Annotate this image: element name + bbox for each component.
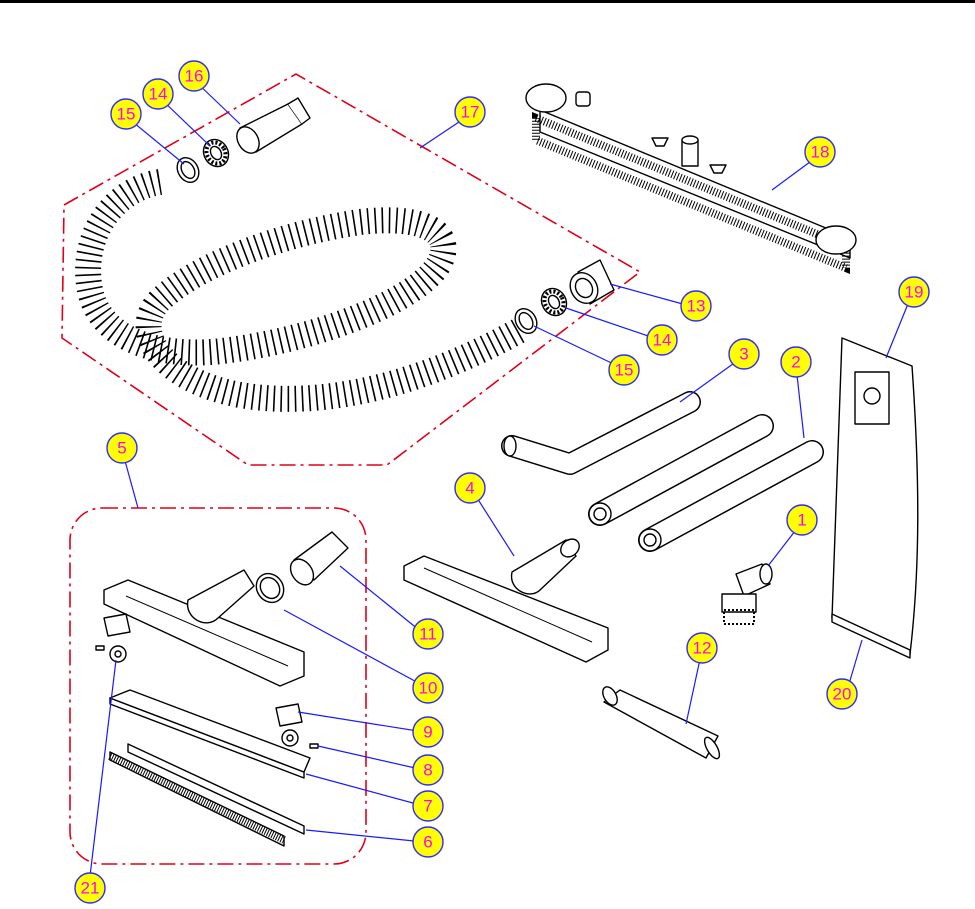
svg-text:10: 10 [419,679,438,698]
part-7-rubber-strip [110,690,310,778]
svg-text:16: 16 [185,67,204,86]
callout-6: 6 [413,827,443,857]
callout-14-lower: 14 [647,325,677,355]
part-16-cuff [232,98,310,157]
callout-1: 1 [787,505,817,535]
callout-15-upper: 15 [111,99,141,129]
svg-text:19: 19 [905,283,924,302]
svg-text:7: 7 [423,797,432,816]
part-19-filter-bag [832,338,918,654]
callout-19: 19 [899,277,929,307]
svg-text:21: 21 [81,879,100,898]
callout-7: 7 [413,791,443,821]
callout-10: 10 [413,673,443,703]
part-14-nut-lower [537,284,572,320]
callout-9: 9 [413,717,443,747]
callout-12: 12 [687,633,717,663]
svg-text:18: 18 [811,143,830,162]
svg-text:4: 4 [465,479,474,498]
svg-text:1: 1 [797,511,806,530]
svg-text:17: 17 [461,103,480,122]
svg-text:13: 13 [687,297,706,316]
svg-text:5: 5 [117,439,126,458]
part-5-floor-nozzle-kit [104,532,348,686]
svg-text:15: 15 [615,361,634,380]
svg-text:15: 15 [117,105,136,124]
svg-text:14: 14 [653,331,672,350]
callout-11: 11 [413,619,443,649]
part-13-coupling [565,260,614,308]
top-border [0,0,975,3]
part-18-squeegee [526,84,856,268]
svg-text:2: 2 [791,353,800,372]
svg-text:3: 3 [739,345,748,364]
part-17-hose [88,182,520,399]
svg-text:14: 14 [149,85,168,104]
callout-16: 16 [179,61,209,91]
part-12-crevice-tool [600,684,723,761]
svg-text:9: 9 [423,723,432,742]
svg-text:8: 8 [423,761,432,780]
callout-21: 21 [75,873,105,903]
svg-text:11: 11 [419,625,437,644]
callout-15-lower: 15 [609,355,639,385]
callout-8: 8 [413,755,443,785]
callout-4: 4 [455,473,485,503]
part-3-bent-wand [504,402,690,464]
svg-text:12: 12 [693,639,712,658]
svg-text:20: 20 [833,685,852,704]
callout-13: 13 [681,291,711,321]
callout-5: 5 [107,433,137,463]
callout-14-upper: 14 [143,79,173,109]
svg-text:6: 6 [423,833,432,852]
callout-2: 2 [781,347,811,377]
callout-3: 3 [729,339,759,369]
callout-20: 20 [827,679,857,709]
callout-18: 18 [805,137,835,167]
callout-17: 17 [455,97,485,127]
part-1-brush-nozzle [722,564,772,624]
